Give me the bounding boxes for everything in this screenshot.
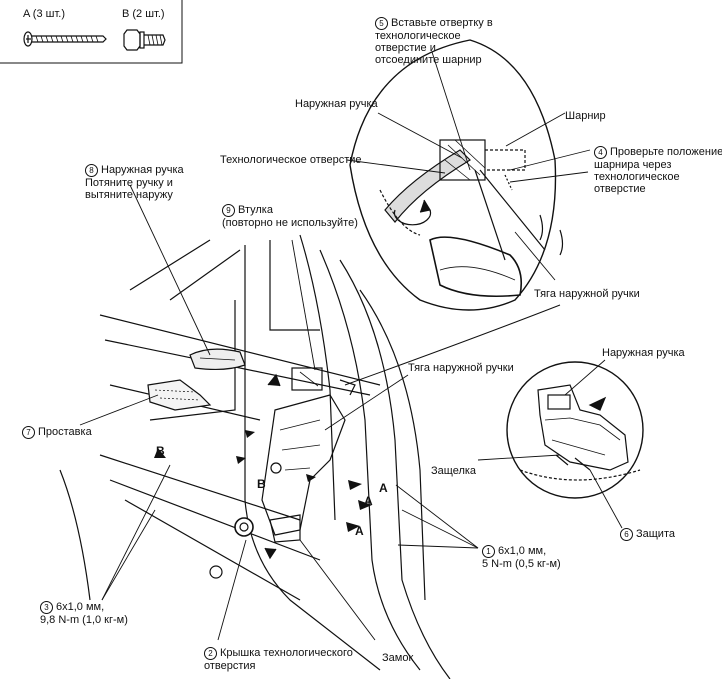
callout-6-number: 6 xyxy=(620,528,633,541)
label-rod-mid: Тяга наружной ручки xyxy=(408,362,514,374)
label-outer-handle-right: Наружная ручка xyxy=(602,347,685,359)
callout-8-number: 8 xyxy=(85,164,98,177)
callout-7-number: 7 xyxy=(22,426,35,439)
letter-b-1: B xyxy=(156,444,165,458)
callout-5-text: Вставьте отвертку в технологическое отве… xyxy=(375,17,493,66)
leader-lines xyxy=(79,51,623,641)
fastener-legend-border xyxy=(0,0,183,64)
callout-7-text: Проставка xyxy=(38,426,92,438)
letter-a-3: A xyxy=(355,524,364,538)
callout-9-number: 9 xyxy=(222,204,235,217)
callout-1-text: 6x1,0 мм, 5 N-m (0,5 кг-м) xyxy=(482,545,561,570)
callout-3-number: 3 xyxy=(40,601,53,614)
letter-b-2: B xyxy=(257,477,266,491)
label-hinge: Шарнир xyxy=(565,110,606,122)
letter-a-1: A xyxy=(379,481,388,495)
callout-4-text: Проверьте положение шарнира через технол… xyxy=(594,146,722,195)
letter-a-2: A xyxy=(364,494,373,508)
screw-a-drawing xyxy=(23,31,107,47)
bolt-b-drawing xyxy=(123,29,166,51)
label-outer-handle-top: Наружная ручка xyxy=(295,98,378,110)
callout-2-text: Крышка технологического отверстия xyxy=(204,647,353,672)
label-service-hole: Технологическое отверстие xyxy=(220,154,362,166)
arrowheads xyxy=(154,430,372,532)
fastener-b-label: B (2 шт.) xyxy=(122,8,165,20)
callout-4-number: 4 xyxy=(594,146,607,159)
callout-5-number: 5 xyxy=(375,17,388,30)
spacer-drawing xyxy=(147,379,212,411)
label-lock: Замок xyxy=(382,652,414,664)
label-latch: Защелка xyxy=(431,465,477,477)
door-main-drawing xyxy=(59,234,451,679)
callout-1-number: 1 xyxy=(482,545,495,558)
callout-2-number: 2 xyxy=(204,647,217,660)
callout-3-text: 6x1,0 мм, 9,8 N-m (1,0 кг-м) xyxy=(40,601,128,626)
outer-handle-drawing xyxy=(189,348,246,371)
fastener-a-label: A (3 шт.) xyxy=(23,8,65,20)
callout-9-text: Втулка (повторно не используйте) xyxy=(222,204,358,229)
callout-8-text: Наружная ручка Потяните ручку и вытяните… xyxy=(85,164,184,201)
detail-view-top xyxy=(349,39,564,311)
detail-view-right xyxy=(506,361,644,499)
callout-6-text: Защита xyxy=(636,528,675,540)
label-rod-top: Тяга наружной ручки xyxy=(534,288,640,300)
